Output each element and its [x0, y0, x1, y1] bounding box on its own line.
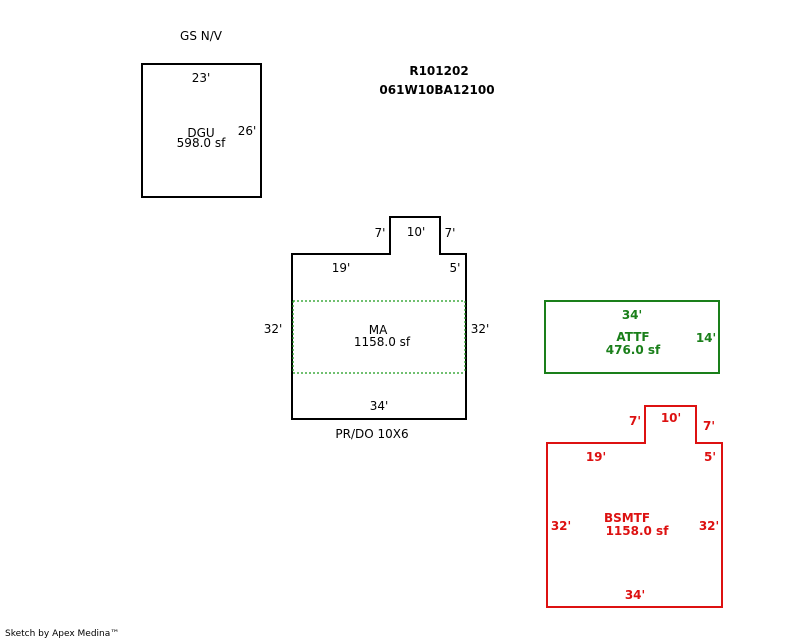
ma-dim-bottom: 34'	[370, 399, 389, 413]
ma-dim-notch-left: 7'	[375, 226, 386, 240]
area-bsmtf[interactable]: 7' 10' 7' 19' 5' 32' 32' BSMTF 1158.0 sf…	[546, 405, 723, 608]
ma-outline	[291, 216, 467, 420]
dgu-code: DGU	[187, 126, 214, 140]
area-ma[interactable]: 7' 10' 7' 19' 5' 32' 32' MA 1158.0 sf 34…	[264, 216, 490, 441]
dgu-area: 598.0 sf	[177, 136, 226, 150]
bsmtf-dim-top-right: 5'	[704, 450, 716, 464]
bsmtf-dim-notch-right: 7'	[703, 419, 715, 433]
parcel-id: R101202	[409, 64, 468, 78]
bsmtf-area: 1158.0 sf	[606, 524, 670, 538]
ma-dim-top-left: 19'	[332, 261, 351, 275]
bsmtf-dim-bottom: 34'	[625, 588, 645, 602]
dgu-outline	[141, 63, 262, 198]
ma-dim-notch-right: 7'	[445, 226, 456, 240]
bsmtf-outline	[546, 405, 723, 608]
bsmtf-dim-right: 32'	[699, 519, 719, 533]
ma-note: PR/DO 10X6	[335, 427, 408, 441]
attf-dim-top: 34'	[622, 308, 642, 322]
area-attf[interactable]: 34' 14' ATTF 476.0 sf	[544, 300, 720, 374]
attf-area: 476.0 sf	[606, 343, 661, 357]
ma-dim-top-right: 5'	[450, 261, 461, 275]
ma-area: 1158.0 sf	[354, 335, 411, 349]
map-number: 061W10BA12100	[379, 83, 494, 97]
attf-code: ATTF	[616, 330, 649, 344]
bsmtf-dim-left: 32'	[551, 519, 571, 533]
ma-dim-left: 32'	[264, 322, 283, 336]
dgu-dim-top: 23'	[192, 71, 211, 85]
ma-dim-notch-top: 10'	[407, 225, 426, 239]
attf-dim-right: 14'	[696, 331, 716, 345]
area-dgu[interactable]: 23' 26' DGU 598.0 sf	[141, 63, 262, 198]
dgu-dim-right: 26'	[238, 124, 257, 138]
bsmtf-dim-top-left: 19'	[586, 450, 606, 464]
ma-code: MA	[369, 323, 388, 337]
gs-note: GS N/V	[180, 29, 223, 43]
bsmtf-dim-notch-top: 10'	[661, 411, 681, 425]
ma-dim-right: 32'	[471, 322, 490, 336]
bsmtf-dim-notch-left: 7'	[629, 414, 641, 428]
sketch-credit: Sketch by Apex Medina™	[5, 629, 119, 639]
attf-outline	[544, 300, 720, 374]
bsmtf-code: BSMTF	[604, 511, 650, 525]
